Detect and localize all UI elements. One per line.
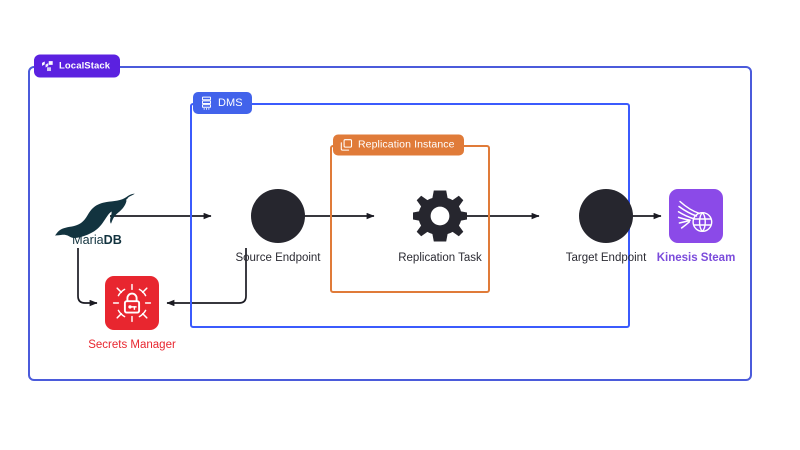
node-kinesis-stream-label: Kinesis Steam (656, 252, 736, 264)
node-secrets-manager[interactable]: Secrets Manager (88, 276, 176, 352)
node-secrets-manager-label: Secrets Manager (88, 339, 176, 351)
localstack-badge-label: LocalStack (59, 60, 111, 72)
edge-source-to-secrets (166, 248, 247, 307)
node-source-endpoint[interactable]: Source Endpoint (218, 189, 338, 265)
dms-badge: DMS (193, 92, 252, 114)
replication-instance-badge: Replication Instance (333, 134, 464, 156)
localstack-icon (41, 60, 54, 73)
node-target-endpoint[interactable]: Target Endpoint (546, 189, 666, 265)
node-target-endpoint-label: Target Endpoint (565, 252, 647, 264)
kinesis-stream-icon (669, 189, 723, 243)
replication-instance-badge-label: Replication Instance (358, 138, 455, 151)
mariadb-seal-icon: MariaDB (55, 193, 135, 246)
node-replication-task-label: Replication Task (398, 252, 482, 264)
svg-text:MariaDB: MariaDB (72, 233, 122, 246)
node-kinesis-stream[interactable]: Kinesis Steam (657, 189, 735, 265)
endpoint-circle-icon (251, 189, 305, 243)
gear-icon (413, 190, 467, 242)
copy-layers-icon (340, 139, 353, 152)
node-replication-task[interactable]: Replication Task (380, 189, 500, 265)
localstack-container (28, 66, 752, 381)
secrets-manager-lock-icon (105, 276, 159, 330)
edge-mariadb-to-secrets (77, 248, 98, 307)
node-mariadb[interactable]: MariaDB MariaDB (52, 190, 142, 246)
endpoint-circle-icon (579, 189, 633, 243)
dms-badge-label: DMS (218, 96, 243, 109)
localstack-badge: LocalStack (34, 54, 121, 78)
database-icon (200, 96, 213, 110)
node-source-endpoint-label: Source Endpoint (235, 252, 321, 264)
